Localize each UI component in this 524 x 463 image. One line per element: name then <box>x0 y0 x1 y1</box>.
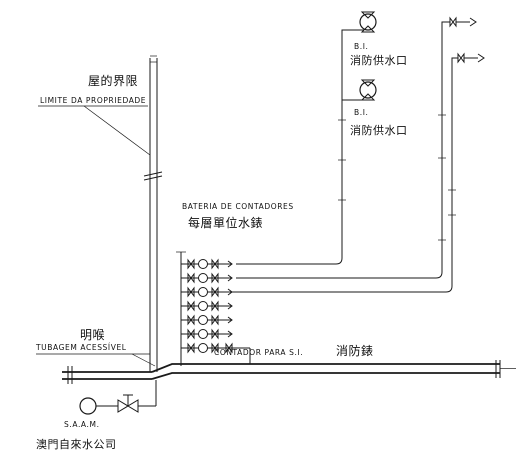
saam-meter-icon <box>79 397 97 415</box>
accessible-pipe-zh: 明喉 <box>80 328 106 342</box>
property-limit-pt: LIMITE DA PROPRIEDADE <box>40 96 147 105</box>
meter-battery-pt: BATERIA DE CONTADORES <box>182 202 294 211</box>
meter-row <box>181 272 233 284</box>
top-outlets <box>449 16 485 64</box>
meter-row <box>181 258 233 270</box>
hydrant-2-zh: 消防供水口 <box>350 124 408 137</box>
meter-battery-header <box>176 251 186 366</box>
gate-valve-icon <box>117 399 139 413</box>
hydrant-1-pt: B.I. <box>354 42 369 51</box>
fire-meter-pt: CONTADOR PARA S.I. <box>214 348 304 357</box>
meter-row <box>181 286 233 298</box>
hydrant-1-zh: 消防供水口 <box>350 54 408 67</box>
hydrant-icon <box>359 81 377 99</box>
meter-row <box>181 314 233 326</box>
saam-connection <box>79 380 157 415</box>
meter-row-fire <box>181 342 251 364</box>
saam-pt: S.A.A.M. <box>64 420 100 429</box>
meter-battery-zh: 每層單位水錶 <box>188 216 264 230</box>
hydrant-icon <box>359 13 377 31</box>
fire-meter-zh: 消防錶 <box>336 344 374 358</box>
hydrant-connections <box>359 11 377 101</box>
saam-zh: 澳門自來水公司 <box>36 438 117 451</box>
accessible-pipe-pt: TUBAGEM ACESSÍVEL <box>36 343 127 352</box>
meter-rows <box>181 258 251 364</box>
riser-pipes <box>232 21 458 293</box>
main-supply-pipe <box>62 360 516 384</box>
property-limit-line <box>143 55 163 372</box>
meter-row <box>181 300 233 312</box>
hydrant-2-pt: B.I. <box>354 108 369 117</box>
accessible-pipe-leader <box>36 353 156 367</box>
property-limit-zh: 屋的界限 <box>88 74 139 88</box>
meter-row <box>181 328 233 340</box>
property-limit-leader <box>38 105 151 156</box>
